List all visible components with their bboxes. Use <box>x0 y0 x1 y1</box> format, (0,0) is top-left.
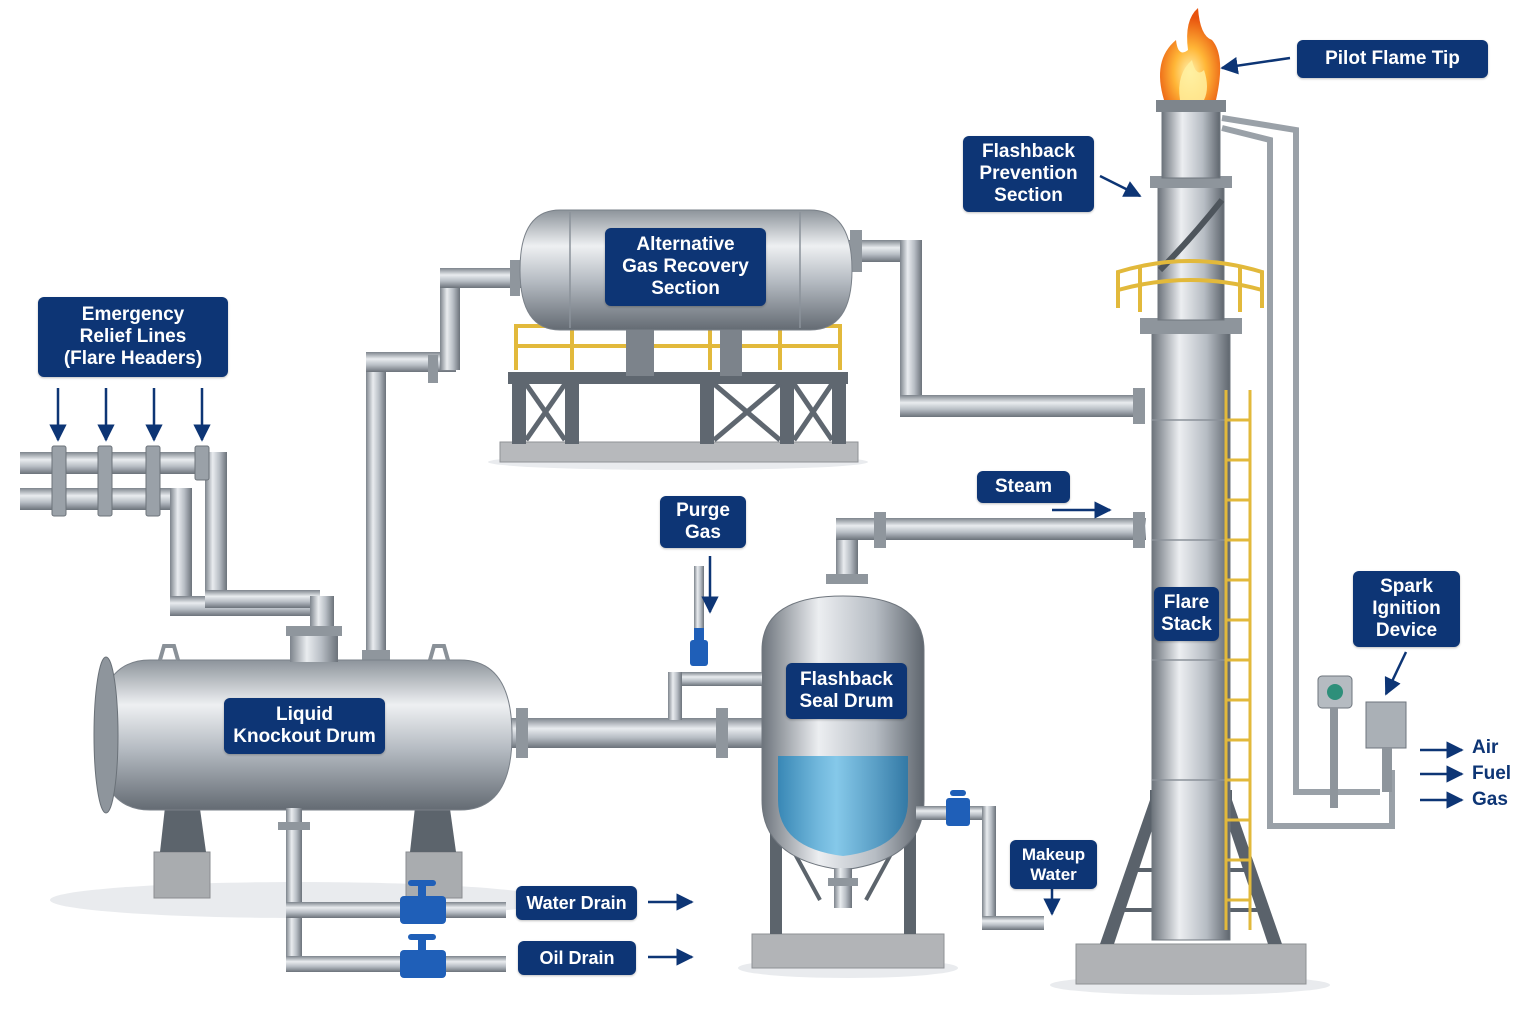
pipe-knockout-to-seal <box>510 708 770 758</box>
pipe-to-flare-stack <box>840 230 1145 424</box>
purge-gas-text: Purge Gas <box>676 500 730 543</box>
steam-text: Steam <box>994 476 1053 497</box>
liquid-knockout-drum-label: Liquid Knockout Drum <box>224 698 385 754</box>
flashback-prevention-text: Flashback Prevention Section <box>979 141 1078 206</box>
makeup-water-text: Makeup Water <box>1021 844 1086 884</box>
flare-stack-label: Flare Stack <box>1154 587 1219 641</box>
stack-platform <box>1116 259 1264 312</box>
pipe-seal-to-stack <box>826 512 1146 584</box>
pilot-flame <box>1160 8 1221 100</box>
gas-label: Gas <box>1472 789 1508 810</box>
drain-valves <box>400 880 446 978</box>
oil-drain-text: Oil Drain <box>539 948 615 968</box>
purge-gas-line <box>668 566 762 720</box>
flashback-seal-drum-text: Flashback Seal Drum <box>799 669 894 712</box>
flashback-seal-drum-vessel <box>751 595 945 969</box>
spark-ignition-device-text: Spark Ignition Device <box>1372 576 1441 641</box>
stack-ladder <box>1224 390 1252 930</box>
makeup-water-line <box>916 790 1044 930</box>
pipe-to-gas-recovery <box>362 260 525 660</box>
spark-ignition-unit <box>1317 675 1407 808</box>
pilot-flame-tip-label: Pilot Flame Tip <box>1297 40 1488 78</box>
flashback-prevention-label: Flashback Prevention Section <box>963 136 1094 212</box>
drain-lines <box>278 808 506 972</box>
flashback-seal-drum-label: Flashback Seal Drum <box>786 663 907 719</box>
flare-stack-text: Flare Stack <box>1161 592 1212 635</box>
water-drain-label: Water Drain <box>516 886 637 920</box>
spark-ignition-device-label: Spark Ignition Device <box>1353 571 1460 647</box>
makeup-water-label: Makeup Water <box>1010 840 1097 889</box>
water-drain-text: Water Drain <box>526 893 627 913</box>
gas-recovery-text: Alternative Gas Recovery Section <box>622 234 749 299</box>
pointer-arrows <box>49 56 1464 966</box>
steam-label: Steam <box>977 471 1070 503</box>
gas-recovery-label: Alternative Gas Recovery Section <box>605 228 766 306</box>
fuel-label: Fuel <box>1472 763 1512 784</box>
liquid-knockout-drum-vessel <box>93 626 513 899</box>
purge-gas-label: Purge Gas <box>660 496 746 548</box>
liquid-knockout-drum-text: Liquid Knockout Drum <box>233 704 376 747</box>
emergency-relief-lines-label: Emergency Relief Lines (Flare Headers) <box>38 297 228 377</box>
flare-header-pipes <box>20 445 334 644</box>
oil-drain-label: Oil Drain <box>518 941 636 975</box>
emergency-relief-lines-text: Emergency Relief Lines (Flare Headers) <box>63 304 203 369</box>
air-label: Air <box>1472 737 1499 758</box>
pilot-flame-tip-text: Pilot Flame Tip <box>1325 48 1460 69</box>
